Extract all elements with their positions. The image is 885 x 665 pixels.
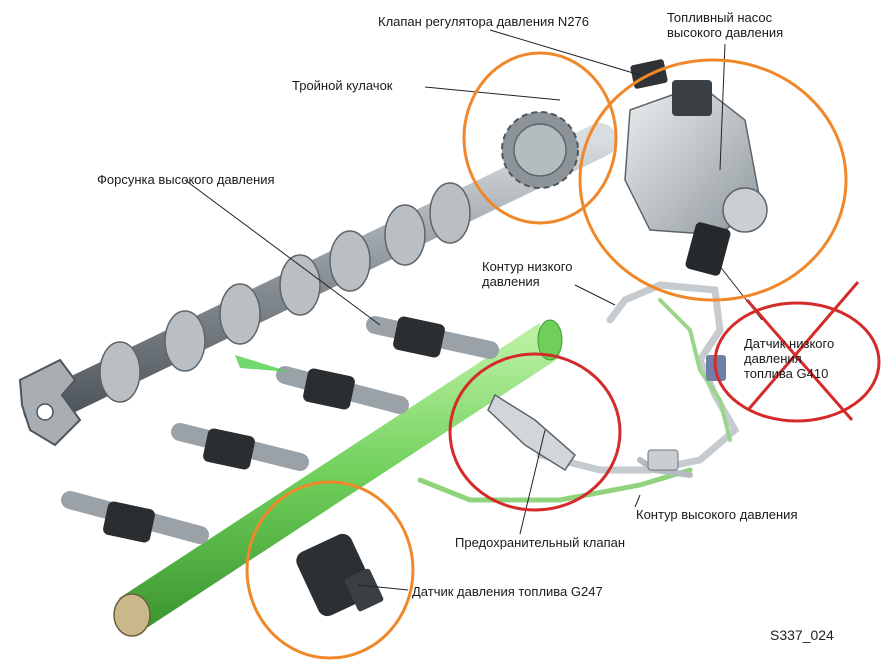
strike-cross — [745, 281, 860, 421]
label-hp-circuit: Контур высокого давления — [636, 507, 797, 522]
leader-lines — [184, 29, 763, 591]
label-pressure-sensor: Датчик давления топлива G247 — [412, 584, 603, 599]
figure-id: S337_024 — [770, 627, 834, 643]
camshaft — [18, 123, 617, 447]
injectors — [61, 316, 499, 544]
label-lp-sensor: Датчик низкого давления топлива G410 — [744, 336, 834, 381]
label-lp-circuit-line1: Контур низкого — [482, 259, 573, 274]
label-regulator-valve: Клапан регулятора давления N276 — [378, 14, 589, 29]
label-hp-pump-line2: высокого давления — [667, 25, 784, 40]
pressure-sensor-g247 — [296, 533, 384, 617]
label-hp-circuit-text: Контур высокого давления — [636, 507, 798, 522]
label-regulator-valve-text: Клапан регулятора давления N276 — [378, 14, 590, 29]
label-hp-injector-text: Форсунка высокого давления — [97, 172, 275, 187]
label-lp-circuit-line2: давления — [482, 274, 540, 289]
label-lp-sensor-line3: топлива G410 — [744, 366, 829, 381]
label-triple-cam-text: Тройной кулачок — [292, 78, 393, 93]
label-hp-injector: Форсунка высокого давления — [97, 172, 275, 187]
label-pressure-sensor-text: Датчик давления топлива G247 — [412, 584, 603, 599]
fuel-rail — [113, 319, 563, 637]
label-lp-circuit: Контур низкого давления — [482, 259, 572, 289]
label-lp-sensor-line2: давления — [744, 351, 802, 366]
highlight-marks — [245, 51, 881, 660]
label-relief-valve-text: Предохранительный клапан — [455, 535, 626, 550]
label-triple-cam: Тройной кулачок — [292, 78, 392, 93]
label-lp-sensor-line1: Датчик низкого — [744, 336, 835, 351]
label-relief-valve: Предохранительный клапан — [455, 535, 625, 550]
label-hp-pump-line1: Топливный насос — [667, 10, 773, 25]
label-hp-pump: Топливный насос высокого давления — [667, 10, 783, 40]
high-pressure-pump — [624, 59, 768, 276]
triple-cam-gear — [501, 111, 579, 189]
relief-valve — [487, 393, 576, 472]
